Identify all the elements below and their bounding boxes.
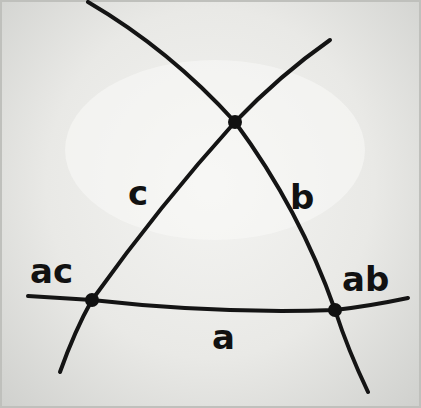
side-label: ac [30,254,73,288]
great-circle-b [88,2,368,392]
side-label: c [128,176,148,210]
great-circle-a [28,296,408,311]
vertex-dot [228,115,242,129]
vertex-dot [328,303,342,317]
side-label: a [212,320,235,354]
side-label: b [290,180,314,214]
great-circle-c [60,40,330,372]
vertex-dot [85,293,99,307]
side-label: ab [342,262,389,296]
bowl-highlight [65,60,365,240]
